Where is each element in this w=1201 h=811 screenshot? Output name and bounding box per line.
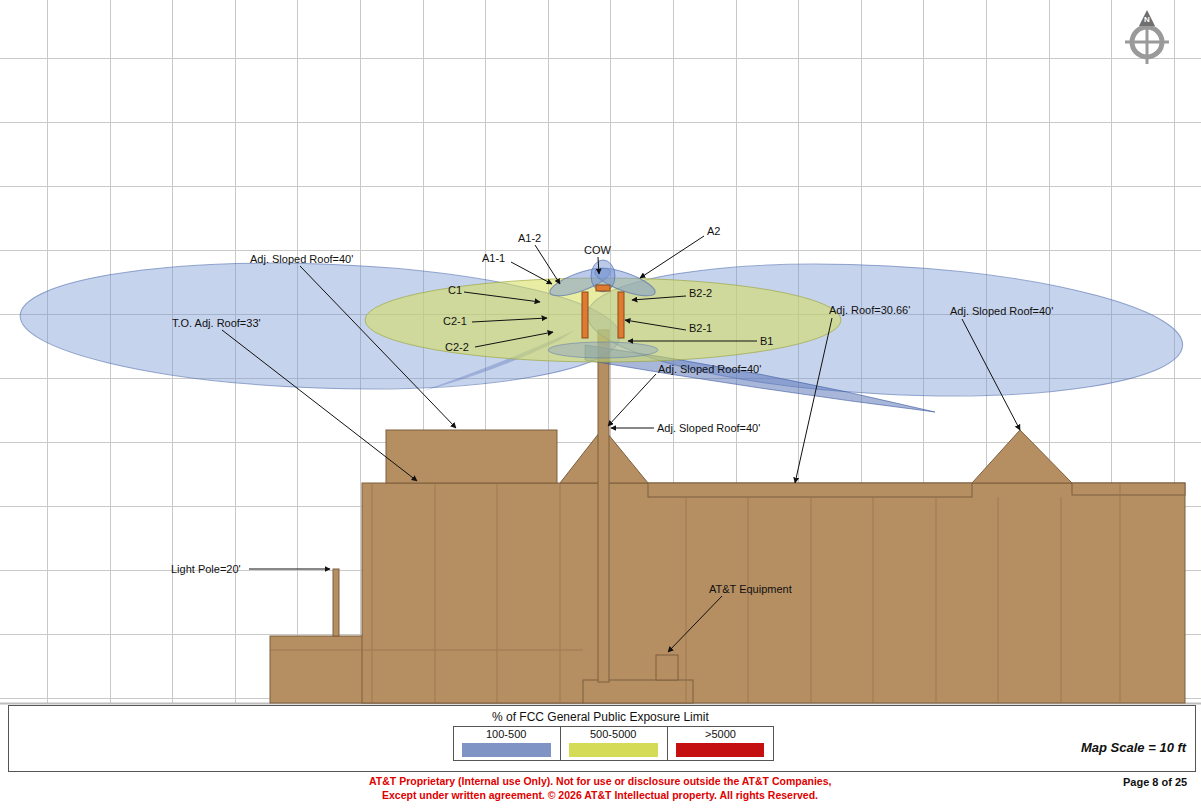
legend-swatch: [462, 743, 551, 757]
north-compass: [1125, 10, 1169, 64]
callout-label: A1-1: [482, 252, 505, 265]
buildings: [270, 428, 1185, 703]
legend-text: >5000: [705, 728, 736, 741]
rf-exposure-lobes: [18, 250, 1186, 412]
callout-label: Light Pole=20': [171, 563, 241, 576]
legend-text: 500-5000: [590, 728, 637, 741]
grid-line: [47, 0, 48, 703]
legend-frame: [9, 706, 1196, 772]
callout-label: Adj. Sloped Roof=40': [250, 253, 353, 266]
callout-label: AT&T Equipment: [709, 583, 792, 596]
callout-label: Adj. Sloped Roof=40': [658, 363, 761, 376]
callout-label: A2: [707, 225, 720, 238]
legend-swatch: [569, 743, 658, 757]
legend-text: 100-500: [486, 728, 526, 741]
callout-label: Adj. Sloped Roof=40': [950, 305, 1053, 318]
antenna-panels: [582, 285, 624, 338]
callout-label: Adj. Roof=30.66': [829, 304, 910, 317]
grid-line: [0, 122, 1201, 123]
callout-label: Adj. Sloped Roof=40': [657, 422, 760, 435]
proprietary-notice: Except under written agreement. © 2026 A…: [382, 789, 818, 802]
page-number: Page 8 of 25: [1123, 776, 1187, 789]
callout-label: A1-2: [518, 232, 541, 245]
compass-letter: N: [1144, 15, 1150, 24]
proprietary-notice: AT&T Proprietary (Internal use Only). No…: [369, 775, 831, 788]
map-scale: Map Scale = 10 ft: [1081, 740, 1186, 755]
legend-title: % of FCC General Public Exposure Limit: [492, 710, 709, 724]
grid-line: [0, 186, 1201, 187]
callout-label: T.O. Adj. Roof=33': [172, 317, 261, 330]
callout-label: B2-1: [689, 322, 712, 335]
callout-label: B1: [760, 335, 773, 348]
callout-label: C2-1: [443, 315, 467, 328]
legend-swatch: [676, 743, 764, 757]
callout-label: COW: [584, 244, 611, 257]
building-walls: [270, 483, 1120, 703]
leader-lines: [222, 236, 1020, 652]
scale-grid: [0, 0, 1201, 703]
callout-label: B2-2: [689, 287, 712, 300]
callout-label: C1: [448, 284, 462, 297]
callout-label: C2-2: [445, 341, 469, 354]
grid-line: [0, 58, 1201, 59]
cow-mast: [598, 330, 609, 682]
